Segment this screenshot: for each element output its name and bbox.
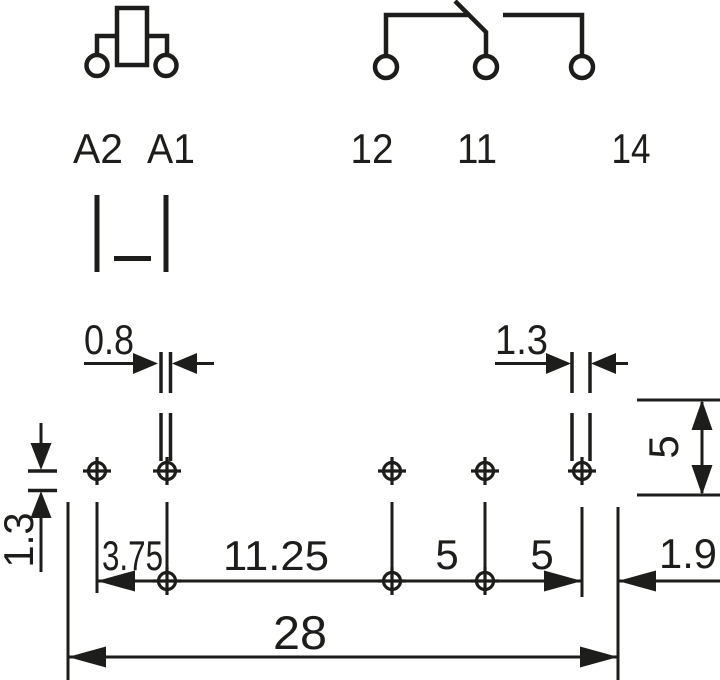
dim-overall-width: 28: [68, 606, 618, 668]
dim-coil-pin-width: 0.8: [84, 316, 214, 461]
dim-value-pitch-12-11: 5: [435, 531, 458, 578]
pin-position-cross-11: [471, 457, 499, 485]
terminal-circle-a2: [84, 52, 110, 79]
arrow-up-icon: [30, 491, 52, 518]
terminal-circle-12: [372, 53, 400, 81]
coil-lead-right: [147, 33, 170, 54]
arrow-left-icon: [591, 353, 616, 374]
dim-value-pitch-coil: 3.75: [102, 532, 163, 579]
extension-lines: [66, 502, 620, 680]
arrow-up-icon: [691, 400, 713, 430]
dim-pin-length: 5: [637, 398, 720, 497]
arrow-right-icon: [133, 353, 158, 374]
arrow-left-icon: [172, 353, 197, 374]
dim-value-pitch-11-14: 5: [530, 531, 553, 578]
dim-value-pin-thickness: 1.3: [0, 513, 42, 568]
pin-position-cross-14: [568, 457, 596, 485]
arrow-right-icon: [544, 570, 582, 592]
changeover-contact-symbol: [372, 0, 596, 81]
pin-position-cross-a1-bottom: [153, 567, 181, 595]
label-14: 14: [612, 125, 651, 172]
arrow-left-icon: [68, 646, 106, 668]
terminal-circle-14: [568, 53, 596, 81]
contact-lead-14: [503, 12, 585, 56]
dim-value-edge-offset: 1.9: [659, 530, 717, 577]
terminal-circle-a1: [153, 52, 179, 79]
arrow-right-icon: [580, 646, 618, 668]
dim-value-contact-pin-width: 1.3: [495, 316, 548, 363]
dim-value-pitch-coil-to-contact: 11.25: [223, 532, 329, 579]
coil-body: [114, 5, 150, 68]
dim-value-overall-width: 28: [273, 606, 327, 659]
arrow-down-icon: [691, 465, 713, 495]
arrow-down-icon: [30, 443, 52, 470]
pin-crosshair-icon: [378, 457, 406, 485]
pin-crosshair-icon: [153, 567, 181, 595]
pin-crosshair-icon: [378, 567, 406, 595]
pin-position-cross-12-bottom: [378, 567, 406, 595]
contact-lead-12: [383, 12, 470, 56]
terminal-circle-11: [472, 53, 500, 81]
dim-pin-thickness: 1.3: [0, 423, 57, 572]
pin-position-cross-12: [378, 457, 406, 485]
coil-polarity-symbol: [94, 195, 169, 272]
dim-pin-pitch-chain: 3.75 11.25 5 5 1.9: [97, 530, 720, 595]
dim-contact-pin-width: 1.3: [495, 316, 628, 461]
dim-value-coil-pin-width: 0.8: [84, 316, 134, 363]
arrow-right-icon: [546, 353, 571, 374]
pin-crosshair-icon: [568, 457, 596, 485]
label-a2: A2: [73, 125, 123, 172]
contact-blade-11: [453, 0, 489, 55]
label-12: 12: [351, 125, 394, 172]
pin-position-cross-11-bottom: [471, 567, 499, 595]
pin-crosshair-icon: [471, 457, 499, 485]
label-11: 11: [457, 125, 497, 172]
coil-symbol: [84, 5, 179, 79]
label-a1: A1: [147, 125, 195, 172]
pin-position-cross-a2: [83, 457, 111, 485]
coil-lead-left: [94, 33, 117, 54]
arrow-left-icon: [97, 570, 135, 592]
pin-crosshair-icon: [471, 567, 499, 595]
pin-crosshair-icon: [83, 457, 111, 485]
dim-value-pin-length: 5: [640, 435, 687, 458]
pin-crosshair-icon: [153, 457, 181, 485]
pin-positions-row: [83, 457, 596, 485]
pin-position-cross-a1: [153, 457, 181, 485]
